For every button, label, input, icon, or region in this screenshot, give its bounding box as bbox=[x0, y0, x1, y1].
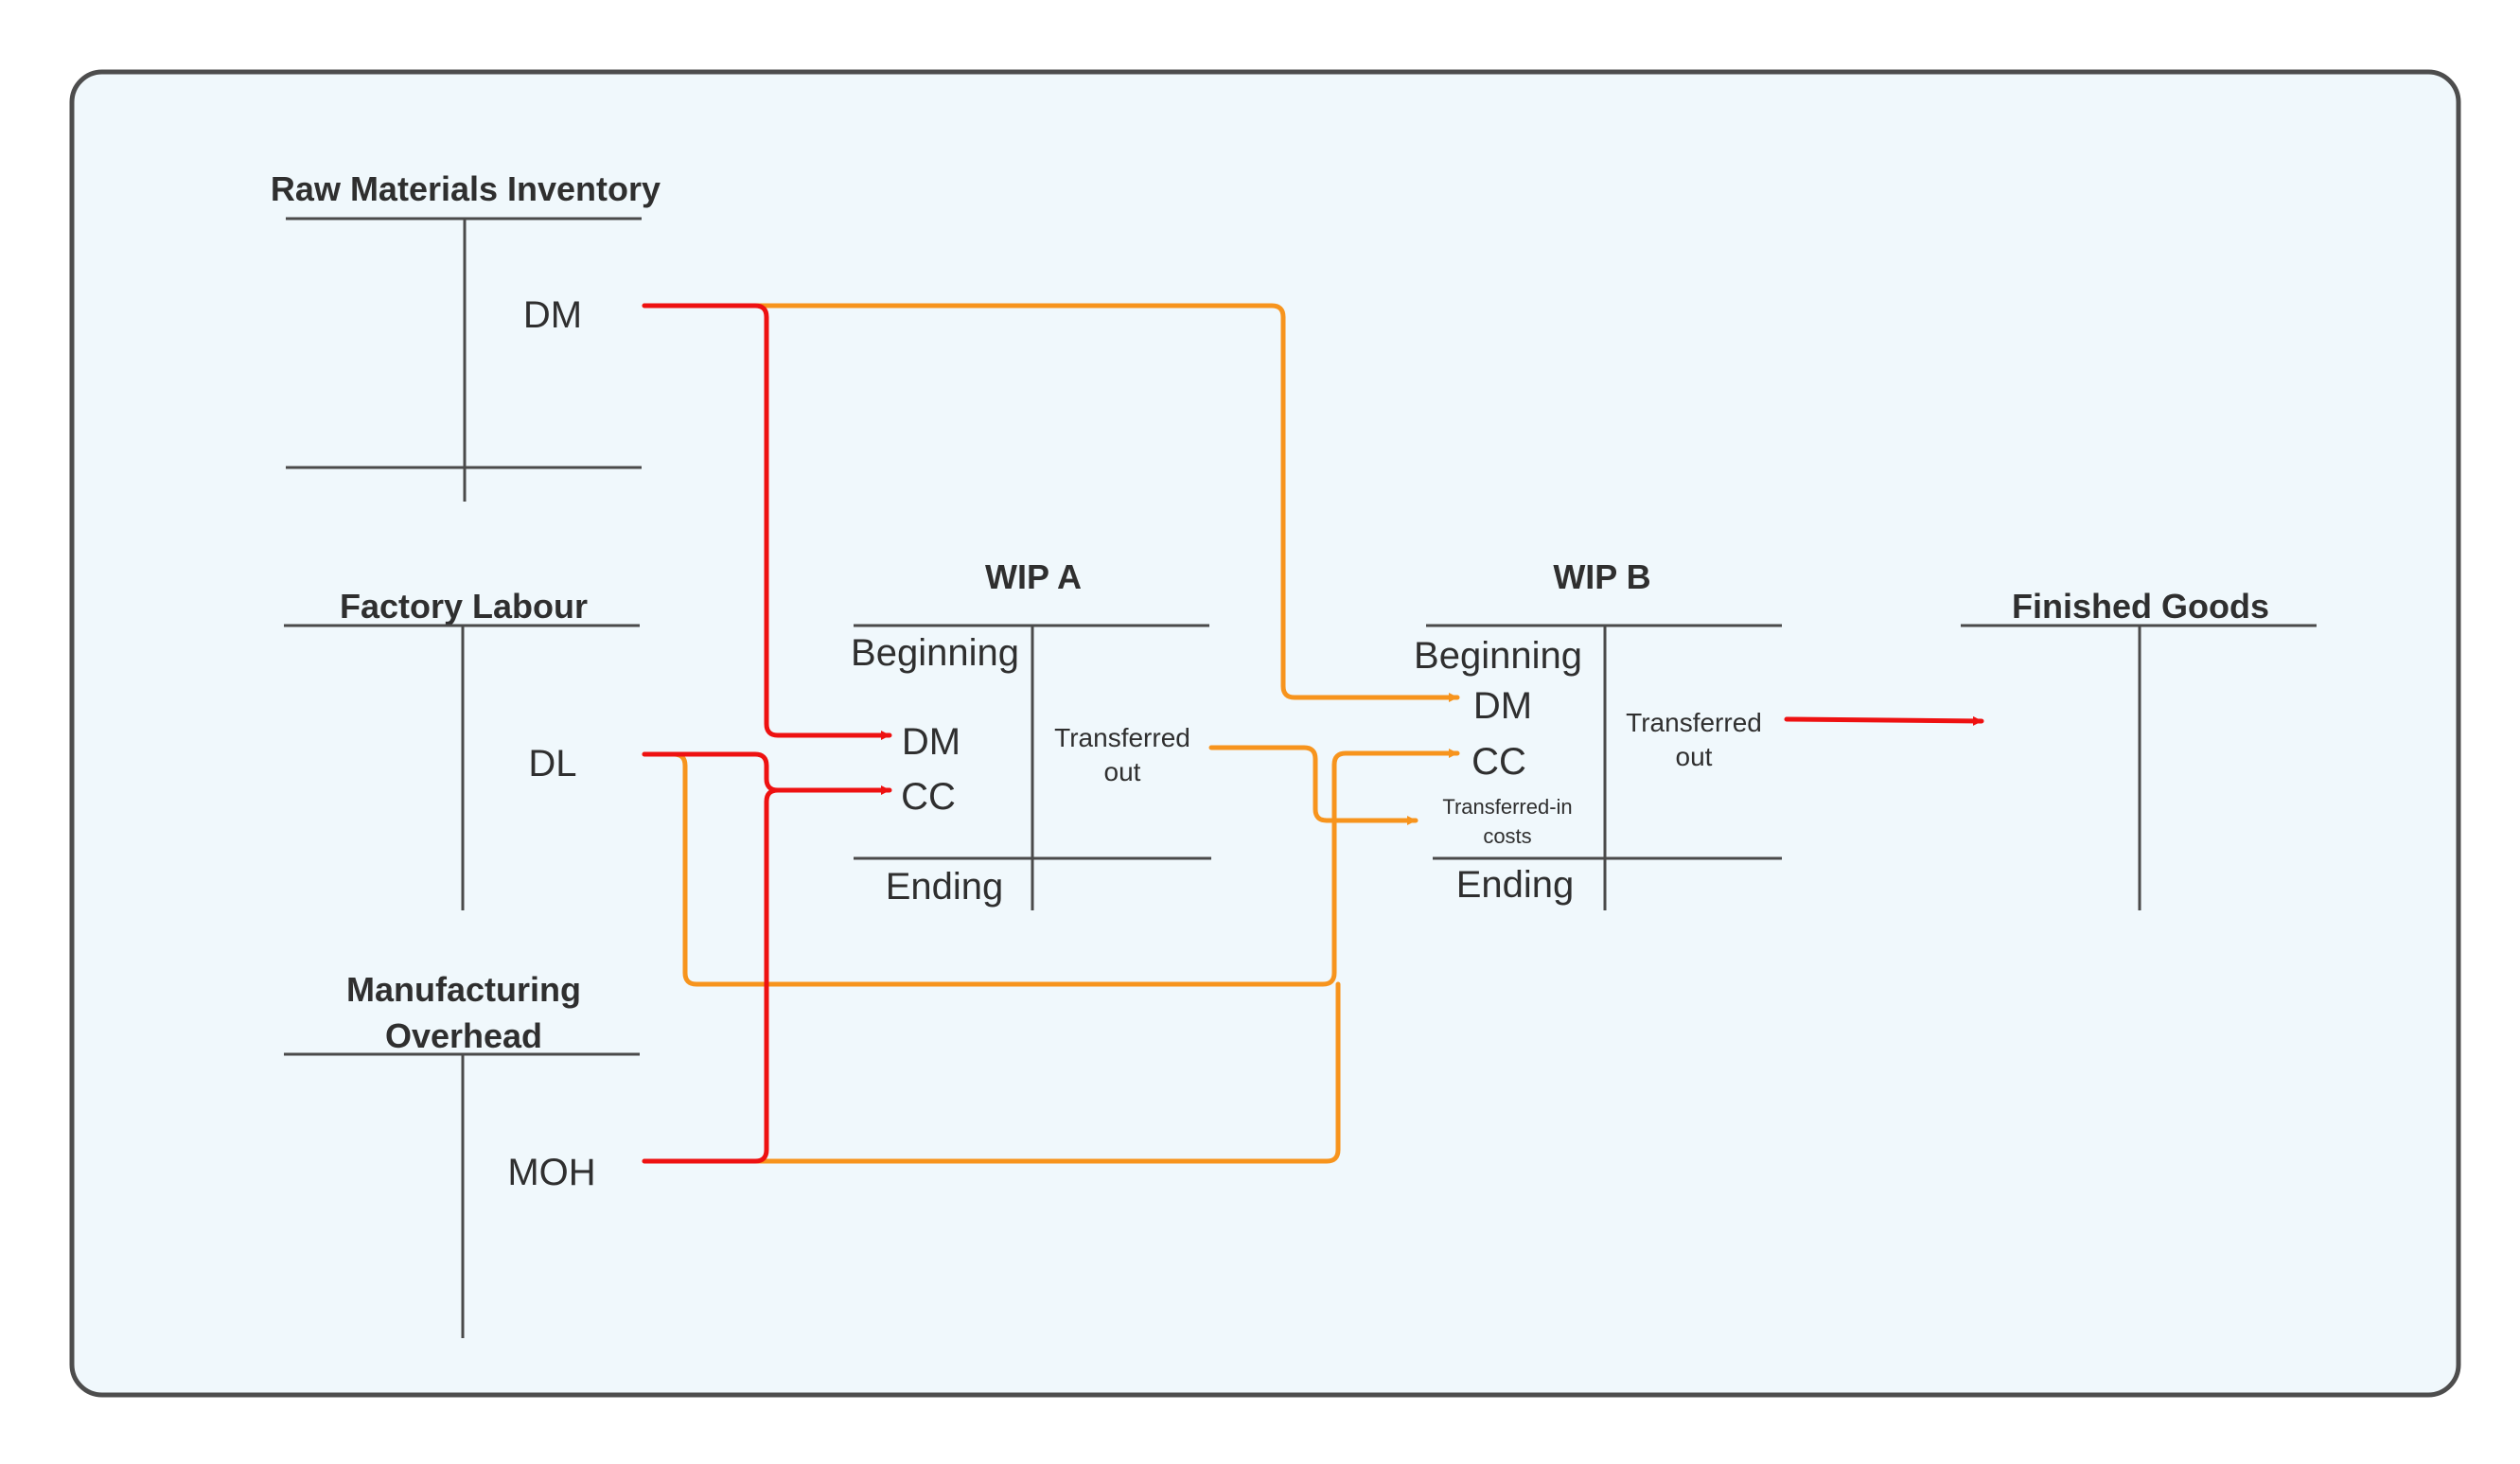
account-title-factory-labour: Factory Labour bbox=[340, 587, 588, 626]
flow-wip-a-to-wip-b bbox=[1208, 745, 1419, 825]
flow-dm-to-wip-b bbox=[642, 303, 1460, 702]
wip-b-credit-line1: Transferred bbox=[1626, 708, 1762, 737]
wip-a-debit-cc: CC bbox=[901, 776, 956, 818]
flow-wip-b-to-finished-goods bbox=[1784, 715, 1984, 726]
raw-materials-credit-dm: DM bbox=[523, 294, 582, 336]
t-account-finished-goods: Finished Goods bbox=[1961, 587, 2317, 910]
wip-a-debit-dm: DM bbox=[902, 721, 960, 763]
account-title-finished-goods: Finished Goods bbox=[2012, 587, 2269, 626]
t-account-factory-labour: Factory Labour DL bbox=[284, 587, 640, 910]
flow-dm-to-wip-a bbox=[642, 303, 892, 740]
wip-a-credit-line1: Transferred bbox=[1054, 723, 1190, 752]
account-title-wip-a: WIP A bbox=[985, 557, 1082, 596]
t-account-wip-a: WIP A Beginning DM CC Transferred out En… bbox=[851, 557, 1211, 910]
diagram-frame bbox=[69, 69, 2461, 1398]
wip-b-debit-dm: DM bbox=[1473, 685, 1532, 727]
wip-a-ending: Ending bbox=[886, 866, 1004, 908]
flow-dl-to-wip-b-cc bbox=[642, 749, 1460, 987]
account-title-wip-b: WIP B bbox=[1553, 557, 1650, 596]
wip-b-transferred-in-line1: Transferred-in bbox=[1442, 795, 1572, 819]
orange-flows bbox=[642, 303, 1460, 1164]
moh-credit: MOH bbox=[507, 1152, 595, 1193]
t-account-wip-b: WIP B Beginning DM CC Transferred-in cos… bbox=[1414, 557, 1782, 910]
wip-b-transferred-in-line2: costs bbox=[1483, 824, 1531, 848]
flow-moh-to-wip-a-cc bbox=[642, 787, 781, 1164]
wip-a-credit-line2: out bbox=[1104, 757, 1141, 786]
account-title-moh-line2: Overhead bbox=[385, 1016, 542, 1055]
wip-b-debit-cc: CC bbox=[1471, 741, 1526, 783]
wip-b-beginning: Beginning bbox=[1414, 635, 1582, 677]
wip-a-beginning: Beginning bbox=[851, 632, 1019, 674]
account-title-moh-line1: Manufacturing bbox=[346, 970, 581, 1009]
t-account-manufacturing-overhead: Manufacturing Overhead MOH bbox=[284, 970, 640, 1338]
factory-labour-credit-dl: DL bbox=[528, 743, 576, 785]
flow-moh-to-wip-b-cc bbox=[642, 981, 1341, 1164]
wip-b-ending: Ending bbox=[1456, 864, 1575, 906]
t-account-raw-materials: Raw Materials Inventory DM bbox=[271, 169, 661, 502]
account-title-raw-materials: Raw Materials Inventory bbox=[271, 169, 661, 208]
wip-b-credit-line2: out bbox=[1676, 742, 1713, 771]
red-flows bbox=[642, 303, 1984, 1164]
